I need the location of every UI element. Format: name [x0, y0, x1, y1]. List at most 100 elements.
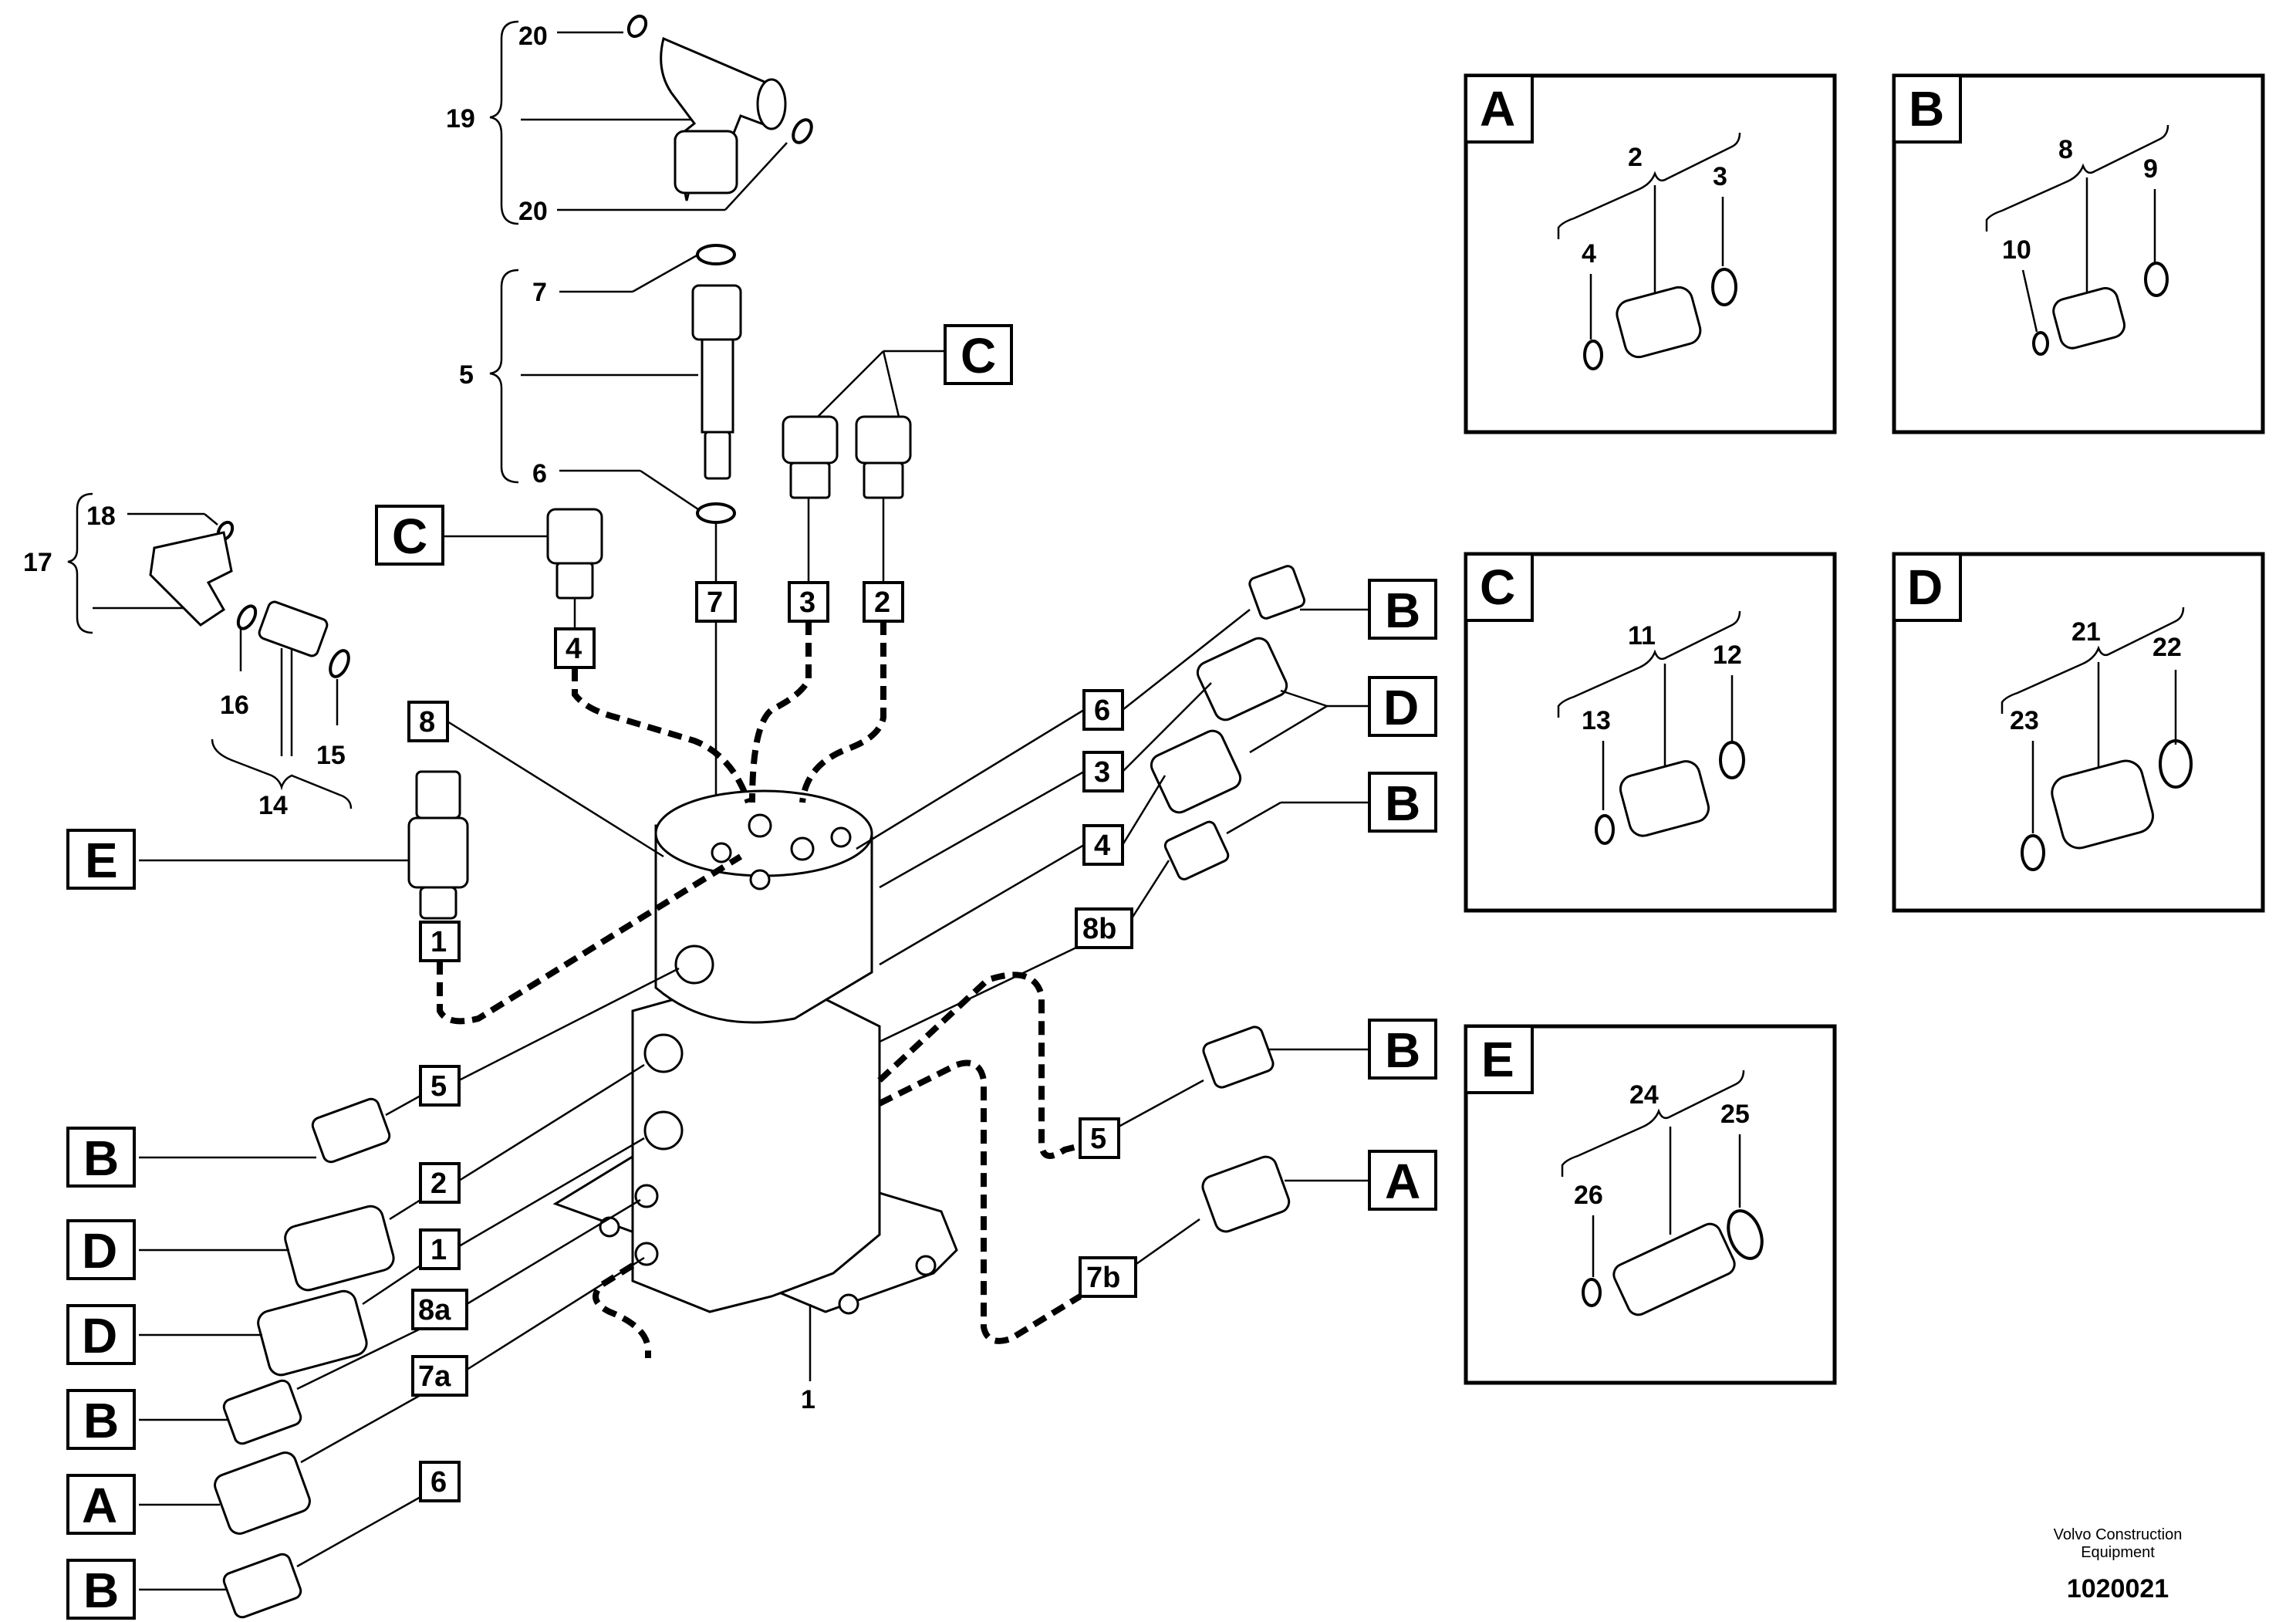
pipe-stub-tube [701, 338, 734, 434]
c-top-fitting-2-thread [863, 461, 904, 499]
tag-left-1-label: 1 [430, 926, 447, 958]
tag-lower-1-label: 1 [430, 1234, 447, 1266]
a-left-fitting [214, 1451, 311, 1535]
panel-e-group-label: 24 [1629, 1080, 1659, 1110]
d-left-fitting-2 [257, 1289, 368, 1377]
tag-lower-5-label: 5 [1090, 1123, 1106, 1155]
detail-panel-c: C 11 12 13 [1464, 552, 1837, 913]
pipe-oring-bottom-label: 6 [532, 459, 547, 488]
tag-top-3-label: 3 [799, 586, 815, 619]
panel-b-oring-9 [2144, 262, 2169, 297]
tag-lower-2 [419, 1162, 461, 1204]
panel-c-oring-right-label: 12 [1713, 640, 1742, 670]
tee-fitting-port [756, 78, 787, 130]
oring-6 [696, 502, 736, 524]
panel-d-oring-right-label: 22 [2152, 633, 2182, 662]
callout-e-left: E [85, 833, 118, 888]
tag-right-8b-label: 8b [1082, 913, 1116, 945]
side-port-upper [674, 944, 714, 985]
pipe-stub-head [691, 284, 742, 341]
panel-b-fitting [2052, 287, 2125, 350]
elbow-oring-label: 18 [86, 502, 116, 531]
tag-lower-5b-label: 5 [430, 1070, 447, 1103]
panel-b-oring-right-label: 9 [2143, 154, 2158, 184]
drawing-number: 1020021 [2067, 1574, 2169, 1603]
panel-a-letter-box [1464, 74, 1534, 144]
detail-panel-a: A 2 3 4 [1464, 73, 1837, 434]
callout-a-left: A [82, 1478, 117, 1533]
tag-lower-6-label: 6 [430, 1466, 447, 1499]
c-top-fitting-2 [855, 415, 912, 465]
callout-box-e-left [66, 829, 136, 890]
side-port-2 [643, 1033, 684, 1073]
tag-left-1 [419, 921, 461, 962]
elbow-fitting-body [149, 531, 233, 627]
tag-right-4-label: 4 [1094, 830, 1110, 862]
callout-b-left-1: B [83, 1130, 119, 1186]
tee-assembly-label: 19 [446, 104, 475, 133]
tag-lower-2-label: 2 [430, 1168, 447, 1200]
d-right-fitting-2 [1150, 729, 1242, 814]
callout-d-left-2: D [82, 1308, 117, 1363]
tag-top-2-label: 2 [874, 586, 890, 619]
panel-e-letter-box [1464, 1025, 1534, 1094]
panel-a-oring-4 [1583, 340, 1603, 370]
callout-box-a-left [66, 1474, 136, 1535]
callout-box-b-right-1 [1368, 579, 1437, 640]
elbow-assembly-label: 17 [23, 548, 52, 577]
panel-d-letter: D [1907, 559, 1943, 615]
top-port-a [711, 842, 732, 863]
panel-e-oring-26 [1582, 1278, 1602, 1307]
base-bolt-hole-3 [915, 1255, 937, 1276]
panel-a-oring-3 [1711, 268, 1737, 306]
tag-right-7b [1079, 1256, 1137, 1298]
panel-d-oring-23 [2021, 834, 2045, 871]
callout-c-top: C [961, 328, 996, 384]
top-port-c [790, 836, 815, 861]
panel-e-letter: E [1481, 1032, 1514, 1087]
tag-lower-1 [419, 1228, 461, 1270]
left-connectors: B 5 D 2 D 1 B 8a A [66, 967, 680, 1620]
tag-right-4 [1082, 824, 1124, 866]
panel-d-letter-box [1893, 552, 1962, 622]
detail-panel-e: E 24 25 26 [1464, 1024, 1837, 1385]
tag-top-7-label: 7 [707, 586, 723, 619]
top-port-d [830, 826, 852, 848]
callout-box-b-right-2 [1368, 772, 1437, 833]
e-fitting-head [415, 770, 461, 819]
e-fitting-body [407, 816, 469, 889]
c-left-fitting [546, 508, 603, 565]
tag-right-8b [1075, 907, 1133, 949]
panel-c-oring-left-label: 13 [1582, 706, 1611, 735]
panel-a-group-label: 2 [1628, 143, 1643, 172]
brand-line-2: Equipment [2081, 1544, 2155, 1561]
tag-left-8-label: 8 [419, 706, 435, 738]
callout-box-d-left-2 [66, 1304, 136, 1365]
callout-c-left: C [392, 509, 427, 564]
callout-b-right-3: B [1385, 1022, 1420, 1078]
pipe-assembly-label: 5 [459, 360, 474, 390]
elbow-fitting-group: 17 18 16 15 14 [23, 492, 353, 820]
panel-a-fitting [1616, 286, 1702, 359]
e-fitting-thread [419, 886, 458, 920]
oring-7 [696, 244, 736, 265]
swivel-body-label: 1 [801, 1385, 815, 1414]
panel-d-group-label: 21 [2071, 617, 2101, 647]
c-top-fitting-1 [782, 415, 839, 465]
oring-16 [236, 604, 258, 630]
callout-b-left-3: B [83, 1563, 119, 1618]
brand-line-1: Volvo Construction [2054, 1526, 2183, 1543]
adapter-oring-right-label: 15 [316, 741, 346, 770]
panel-b-group-label: 8 [2058, 135, 2073, 164]
tag-right-3-label: 3 [1094, 756, 1110, 789]
b-left-fitting-2 [222, 1379, 302, 1445]
panel-a-oring-left-label: 4 [1582, 239, 1596, 269]
oring-20-top [626, 14, 648, 39]
callout-box-c-left [375, 505, 444, 566]
panel-c-letter-box [1464, 552, 1534, 622]
panel-e-oring-25 [1727, 1209, 1764, 1260]
top-port-b [748, 813, 772, 838]
callout-box-d-right [1368, 676, 1437, 737]
callout-d-left-1: D [82, 1223, 117, 1279]
